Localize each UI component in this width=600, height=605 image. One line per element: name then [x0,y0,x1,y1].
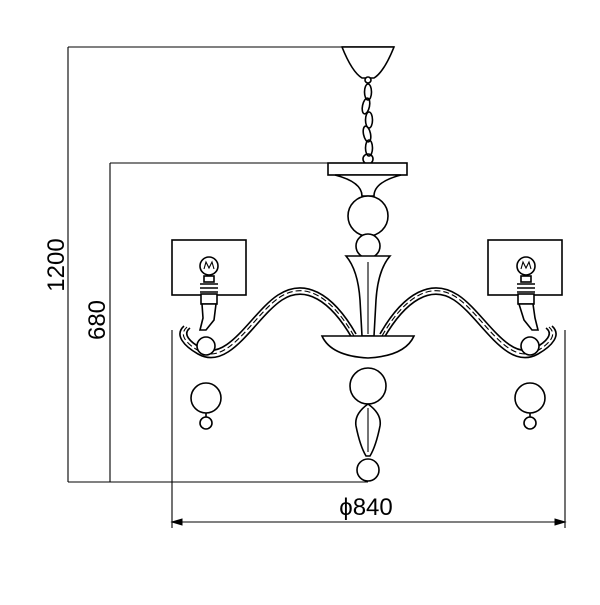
top-plate [327,162,408,176]
ceiling-canopy [340,46,396,84]
bottom-finial [356,458,380,482]
candle-holder-right [517,303,540,331]
chain [361,83,374,165]
lamp-left [171,239,247,430]
bead-right-upper [520,336,540,356]
dim-arrow-left [170,518,183,526]
arm-right [379,287,557,359]
sphere-upper [347,195,389,237]
sphere-lower [349,367,387,405]
lamp-right [487,239,563,430]
drop-right [523,416,537,430]
dimension-diameter: ϕ840 [170,330,567,528]
central-column [327,162,408,337]
dimension-body-height: 680 [84,162,328,482]
bead-left-lower [190,382,222,414]
bulb-left-icon [199,256,219,276]
dim-arrow-right [554,518,567,526]
bulb-right-icon [516,256,536,276]
sphere-small [355,233,381,259]
central-bowl [320,335,416,482]
drop-left [199,416,213,430]
dim-label-body-height: 680 [84,300,111,340]
dimension-total-height: 1200 [43,46,368,483]
arm-left [179,287,357,359]
bead-left-upper [196,336,216,356]
candle-holder-left [198,303,217,331]
dim-label-total-height: 1200 [43,238,70,291]
dim-label-diameter: ϕ840 [339,494,392,521]
bead-right-lower [514,382,546,414]
